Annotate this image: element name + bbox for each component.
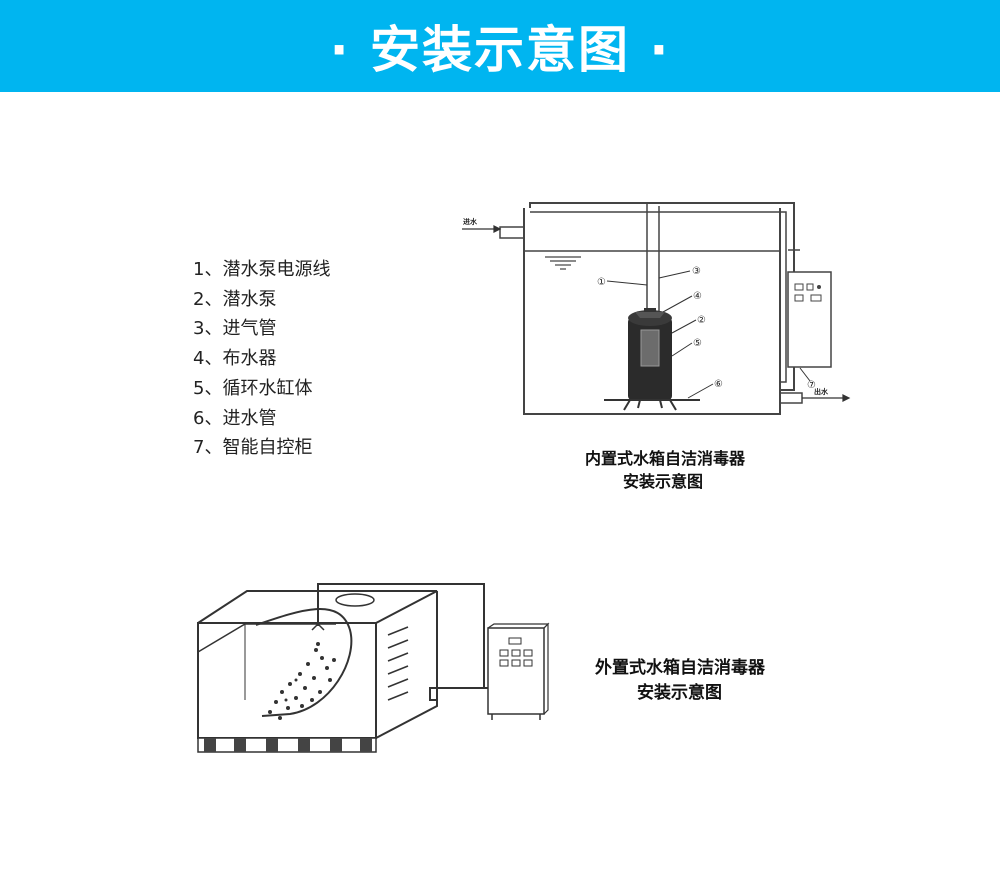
caption-line: 安装示意图 xyxy=(637,683,722,703)
callout-3: ③ xyxy=(692,266,701,277)
legend-item: 2、潜水泵 xyxy=(193,288,277,310)
inlet-pipe xyxy=(499,226,525,239)
legend-item: 3、进气管 xyxy=(193,318,277,340)
internal-diagram-caption: 内置式水箱自洁消毒器 安装示意图 xyxy=(585,447,745,493)
legend-item: 6、进水管 xyxy=(193,407,277,429)
parts-legend: 1、潜水泵电源线 2、潜水泵 3、进气管 4、布水器 5、循环水缸体 6、进水管… xyxy=(193,255,330,463)
external-diagram-caption: 外置式水箱自洁消毒器 安装示意图 xyxy=(595,656,765,706)
callout-7: ⑦ xyxy=(807,380,816,391)
frame-pipe-inner xyxy=(530,211,787,383)
water-distributor xyxy=(604,399,700,411)
legend-item: 4、布水器 xyxy=(193,348,277,370)
outlet-pipe xyxy=(779,392,803,404)
outlet-label: 出水 xyxy=(814,387,829,396)
caption-line: 内置式水箱自洁消毒器 xyxy=(585,449,746,468)
callout-4: ④ xyxy=(693,291,702,302)
control-cabinet xyxy=(787,271,832,368)
legend-item: 5、循环水缸体 xyxy=(193,377,313,399)
caption-line: 外置式水箱自洁消毒器 xyxy=(595,658,765,678)
inlet-label: 进水 xyxy=(463,217,478,226)
callout-5: ⑤ xyxy=(693,338,702,349)
callout-6: ⑥ xyxy=(714,379,723,390)
page-title: · 安装示意图 · xyxy=(329,21,671,79)
callout-1: ① xyxy=(597,277,606,288)
callout-2: ② xyxy=(697,315,706,326)
header-banner: · 安装示意图 · xyxy=(0,0,1000,92)
water-tank xyxy=(523,208,781,415)
caption-line: 安装示意图 xyxy=(623,472,704,491)
legend-item: 7、智能自控柜 xyxy=(193,437,313,459)
pump-cylinder xyxy=(628,308,672,400)
frame-pipe xyxy=(529,202,795,391)
legend-item: 1、潜水泵电源线 xyxy=(193,259,331,280)
